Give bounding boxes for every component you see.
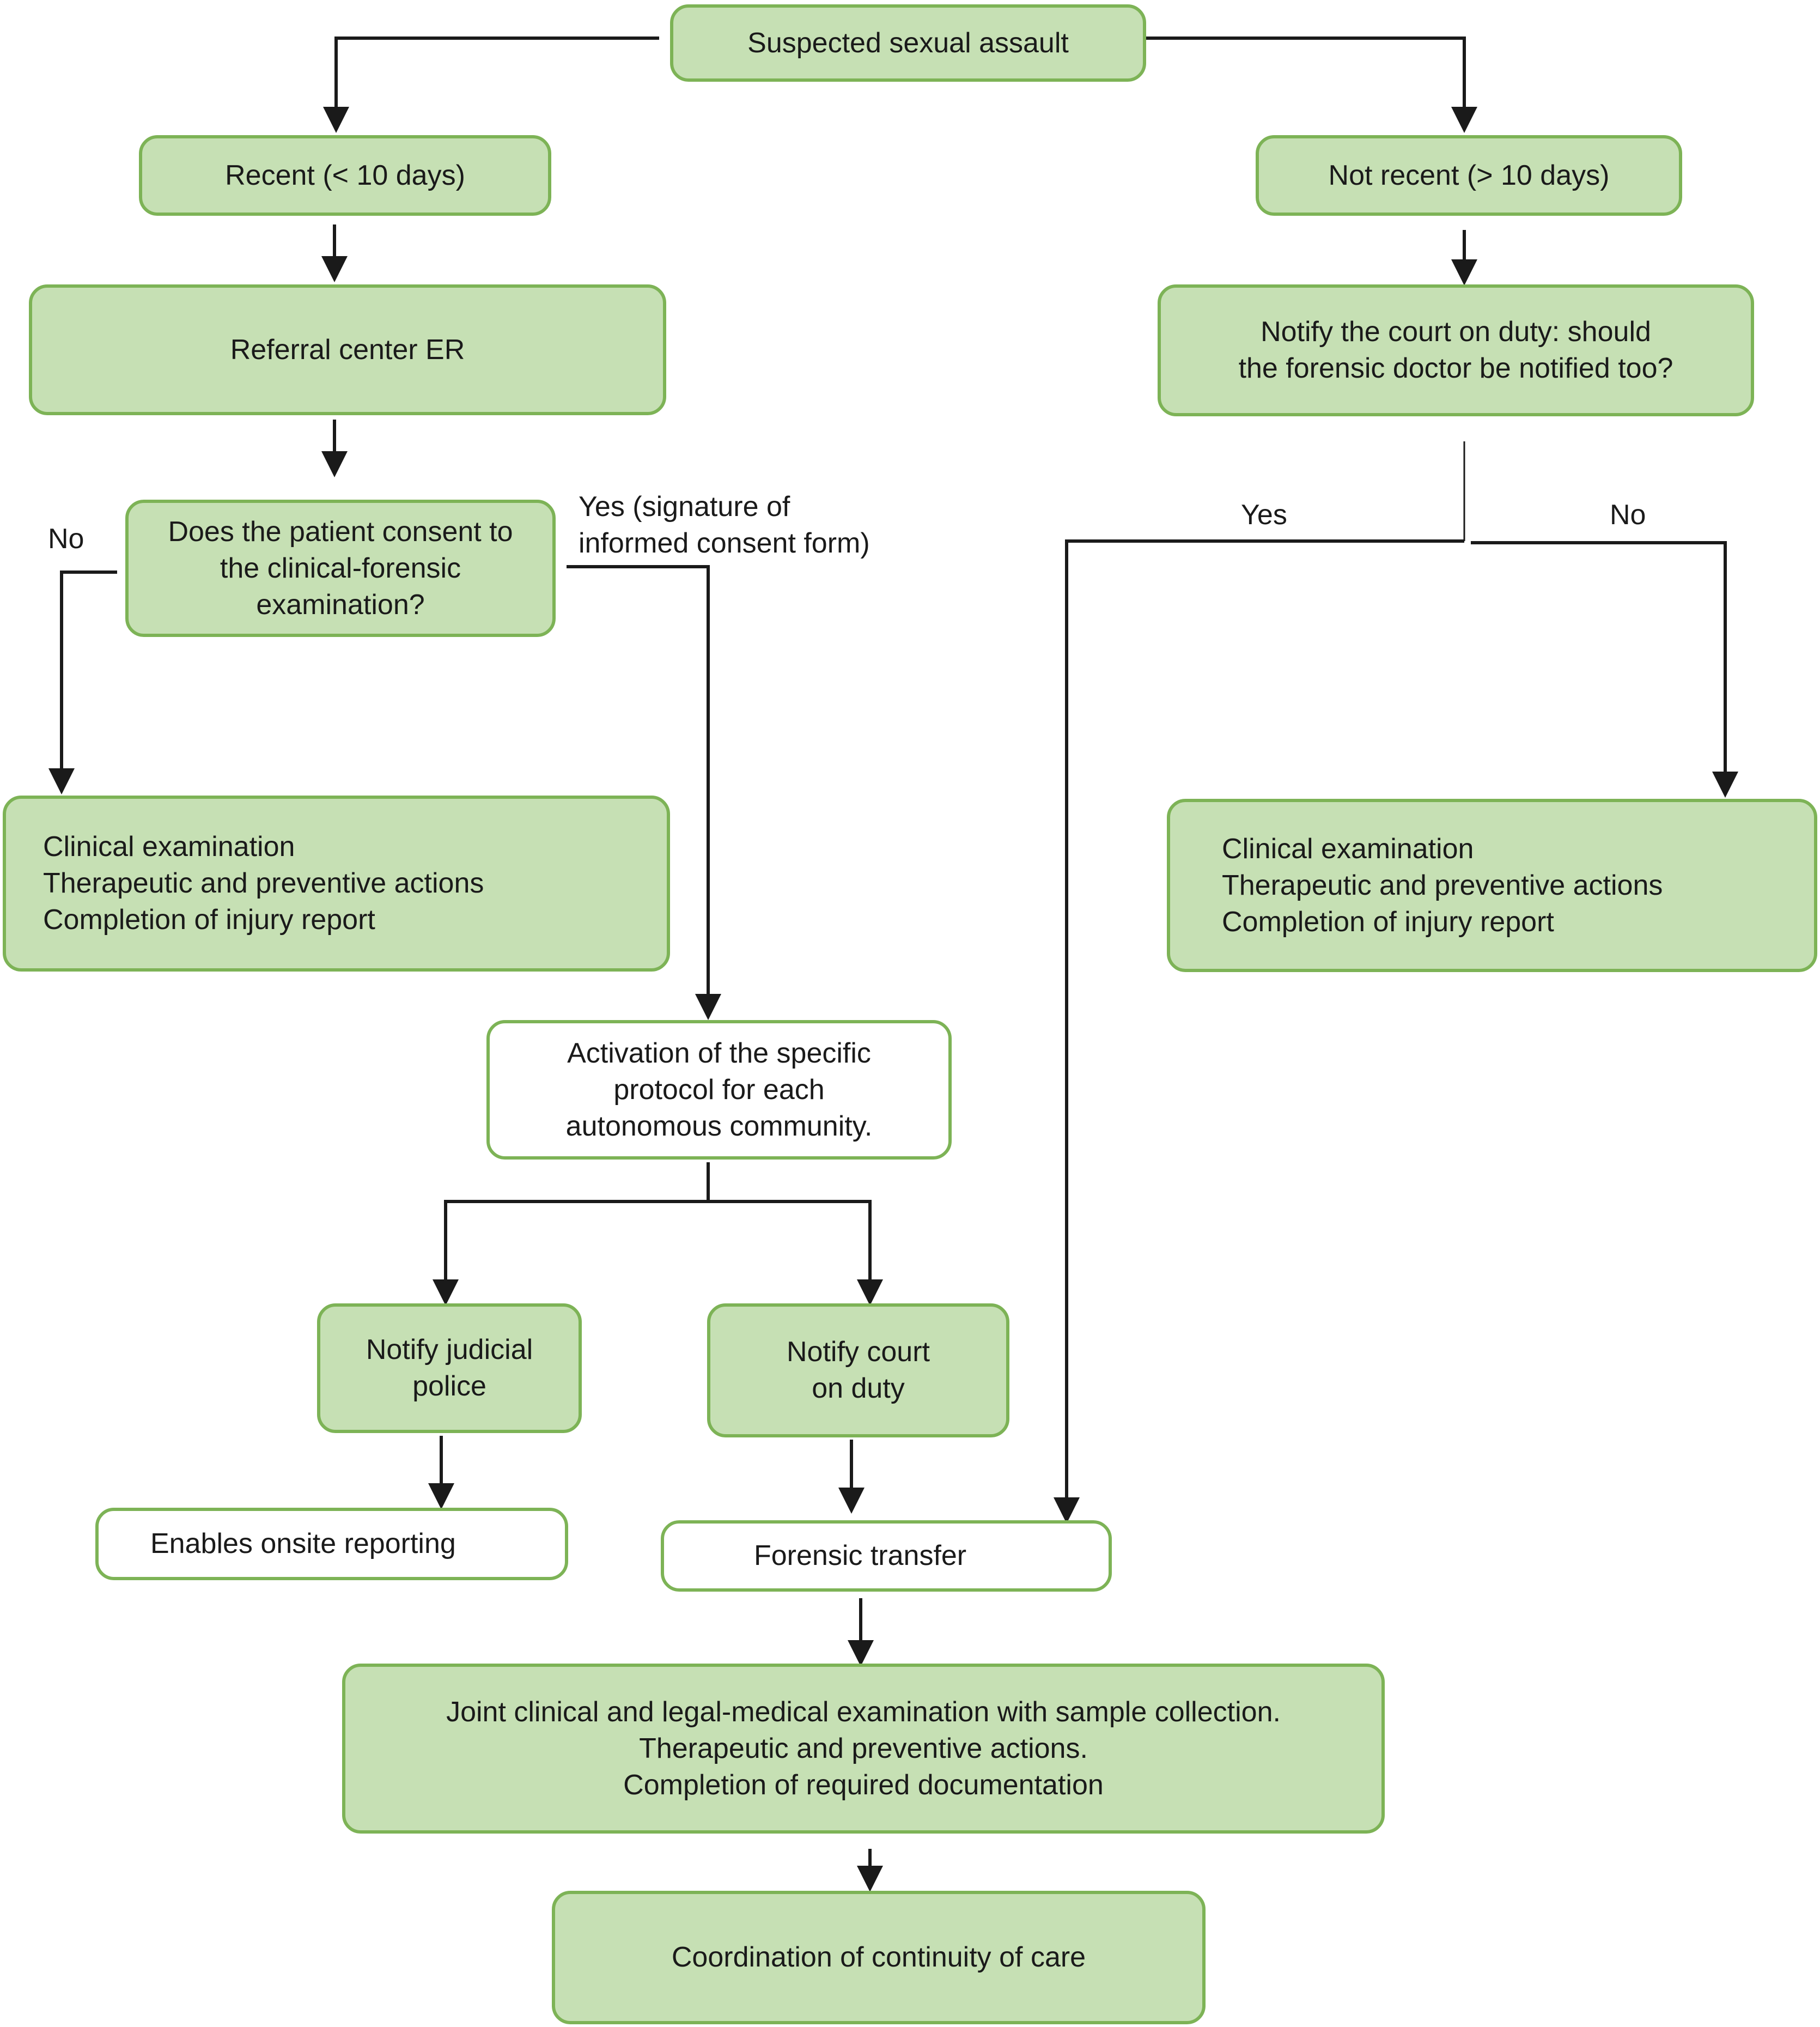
- node-clinical-exam-left: Clinical examination Therapeutic and pre…: [3, 796, 670, 972]
- label-consent-yes-line-2: informed consent form): [579, 527, 870, 559]
- clinical-exam-right-line-2: Therapeutic and preventive actions: [1222, 869, 1663, 901]
- notify-court-line-1: Notify court: [787, 1336, 930, 1368]
- notify-police-line-1: Notify judicial: [366, 1334, 533, 1366]
- joint-exam-line-1: Joint clinical and legal-medical examina…: [446, 1696, 1281, 1728]
- notify-court-line-2: on duty: [812, 1373, 905, 1404]
- forensic-transfer-label: Forensic transfer: [754, 1540, 967, 1571]
- notify-court-question-line-1: Notify the court on duty: should: [1261, 316, 1651, 348]
- consent-question-line-3: examination?: [256, 588, 425, 621]
- connector-start-not-recent: [1146, 37, 1477, 133]
- consent-question-line-2: the clinical-forensic: [220, 552, 461, 584]
- clinical-exam-left-line-3: Completion of injury report: [43, 904, 375, 936]
- connector-consent-no: [48, 571, 117, 794]
- label-consent-no: No: [48, 523, 84, 555]
- node-coordination: Coordination of continuity of care: [552, 1891, 1206, 2024]
- node-recent-label: Recent (< 10 days): [225, 159, 465, 191]
- node-not-recent: Not recent (> 10 days): [1256, 135, 1682, 216]
- label-court-yes: Yes: [1241, 499, 1287, 531]
- clinical-exam-left-line-1: Clinical examination: [43, 831, 295, 863]
- node-activation: Activation of the specific protocol for …: [486, 1020, 952, 1160]
- node-forensic-transfer: Forensic transfer: [661, 1520, 1112, 1592]
- clinical-exam-right-line-1: Clinical examination: [1222, 833, 1474, 865]
- activation-line-1: Activation of the specific: [567, 1037, 871, 1069]
- notify-court-question-line-2: the forensic doctor be notified too?: [1238, 353, 1673, 384]
- joint-exam-line-2: Therapeutic and preventive actions.: [639, 1732, 1088, 1764]
- consent-question-line-1: Does the patient consent to: [168, 515, 513, 548]
- connector-consent-yes: [567, 565, 721, 1020]
- connector-court-no: [1471, 541, 1738, 798]
- node-recent: Recent (< 10 days): [139, 135, 551, 216]
- onsite-reporting-label: Enables onsite reporting: [150, 1528, 456, 1559]
- node-not-recent-label: Not recent (> 10 days): [1328, 159, 1610, 191]
- joint-exam-line-3: Completion of required documentation: [623, 1769, 1104, 1801]
- label-consent-yes: Yes (signature of informed consent form): [579, 489, 870, 562]
- label-court-no: No: [1610, 499, 1646, 531]
- notify-police-line-2: police: [412, 1370, 486, 1402]
- connector-court-yes: [1054, 539, 1464, 1524]
- node-notify-police: Notify judicial police: [317, 1303, 582, 1433]
- node-referral-label: Referral center ER: [230, 333, 465, 366]
- node-notify-court-question: Notify the court on duty: should the for…: [1158, 284, 1754, 416]
- node-onsite-reporting: Enables onsite reporting: [95, 1508, 568, 1580]
- activation-line-3: autonomous community.: [565, 1110, 873, 1142]
- connector-activation-split: [444, 1162, 872, 1301]
- node-joint-exam: Joint clinical and legal-medical examina…: [342, 1664, 1385, 1834]
- activation-line-2: protocol for each: [613, 1073, 825, 1106]
- coordination-label: Coordination of continuity of care: [671, 1941, 1086, 1973]
- clinical-exam-right-line-3: Completion of injury report: [1222, 906, 1554, 938]
- connector-start-recent: [323, 37, 659, 133]
- node-start-label: Suspected sexual assault: [747, 27, 1069, 59]
- node-start: Suspected sexual assault: [670, 4, 1146, 82]
- clinical-exam-left-line-2: Therapeutic and preventive actions: [43, 867, 484, 899]
- node-referral: Referral center ER: [29, 284, 666, 415]
- node-notify-court: Notify court on duty: [707, 1303, 1009, 1437]
- node-consent-question: Does the patient consent to the clinical…: [125, 500, 556, 637]
- label-consent-yes-line-1: Yes (signature of: [579, 491, 790, 523]
- node-clinical-exam-right: Clinical examination Therapeutic and pre…: [1167, 799, 1817, 972]
